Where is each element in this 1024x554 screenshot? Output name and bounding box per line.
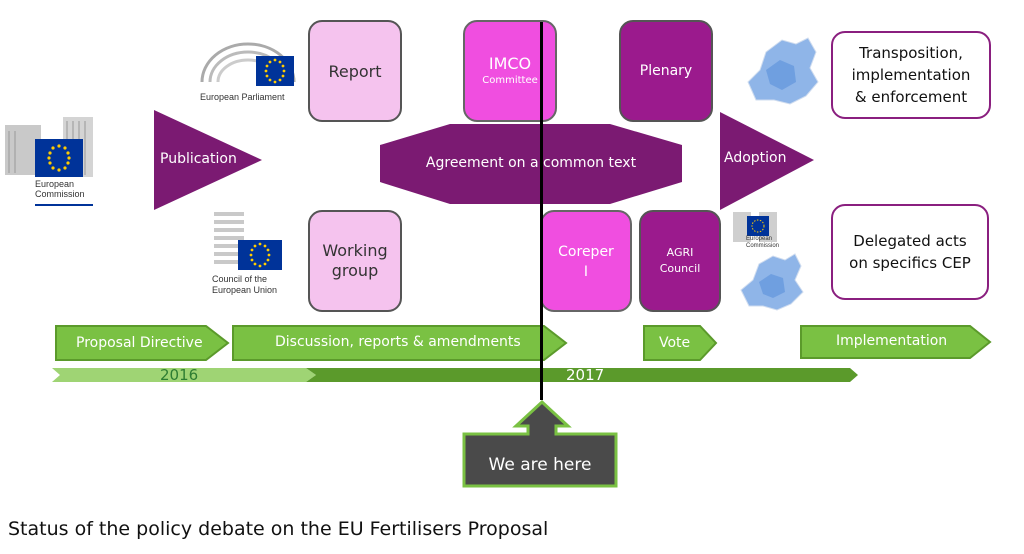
council-building-icon [214,212,282,270]
year-2017-label: 2017 [566,366,605,384]
adoption-arrow [720,112,814,210]
implementation-phase-shape [800,325,992,359]
council-logo: Council of the European Union [208,210,298,300]
delegated-acts-label: Delegated acts on specifics CEP [849,232,971,272]
we-are-here-callout [462,400,618,488]
coreper-label: Coreper I [558,244,614,280]
implementation-phase-label: Implementation [836,333,948,349]
we-are-here-label: We are here [488,455,592,475]
transposition-label: Transposition, implementation & enforcem… [851,44,971,106]
working-group-box: Working group [308,210,402,312]
figure-caption: Status of the policy debate on the EU Fe… [8,518,549,540]
proposal-phase-label: Proposal Directive [76,335,203,351]
commission-building-icon [5,117,93,206]
transposition-box: Transposition, implementation & enforcem… [831,31,991,119]
imco-title: IMCO [488,54,532,73]
plenary-box: Plenary [619,20,713,122]
agri-council-label: AGRI Council [659,246,701,275]
discussion-phase-shape [232,325,568,361]
agreement-label: Agreement on a common text [425,155,637,171]
vote-phase-shape [643,325,718,361]
commission-small-building-icon [733,212,777,242]
commission-logo-label: European Commission [35,179,85,199]
council-logo-label: Council of the European Union [212,274,278,295]
european-commission-logo: European Commission [5,113,95,208]
publication-label: Publication [160,151,237,167]
publication-arrow [154,110,262,210]
current-status-line [540,22,543,400]
timeline-2016 [52,368,316,382]
commission-small-label: European Commission [746,236,780,249]
agri-council-box: AGRI Council [639,210,721,312]
report-label: Report [328,61,382,81]
proposal-phase-shape [55,325,230,361]
working-group-label: Working group [322,241,388,280]
coreper-box: Coreper I [540,210,632,312]
discussion-phase-label: Discussion, reports & amendments [275,334,521,350]
parliament-hemicycle-icon [200,42,296,86]
adoption-label: Adoption [724,150,787,166]
callout-arrow-shape [462,400,618,488]
imco-subtitle: Committee [482,75,538,86]
report-box: Report [308,20,402,122]
timeline-2017 [306,368,858,382]
year-2016-label: 2016 [160,366,199,384]
vote-phase-label: Vote [659,335,691,351]
parliament-logo-label: European Parliament [200,92,285,102]
delegated-acts-box: Delegated acts on specifics CEP [831,204,989,300]
eu-map-icon [747,37,819,105]
european-parliament-logo: European Parliament [198,38,298,104]
plenary-label: Plenary [639,63,693,79]
agreement-arrow [380,124,682,204]
eu-map-small-icon [740,253,804,311]
